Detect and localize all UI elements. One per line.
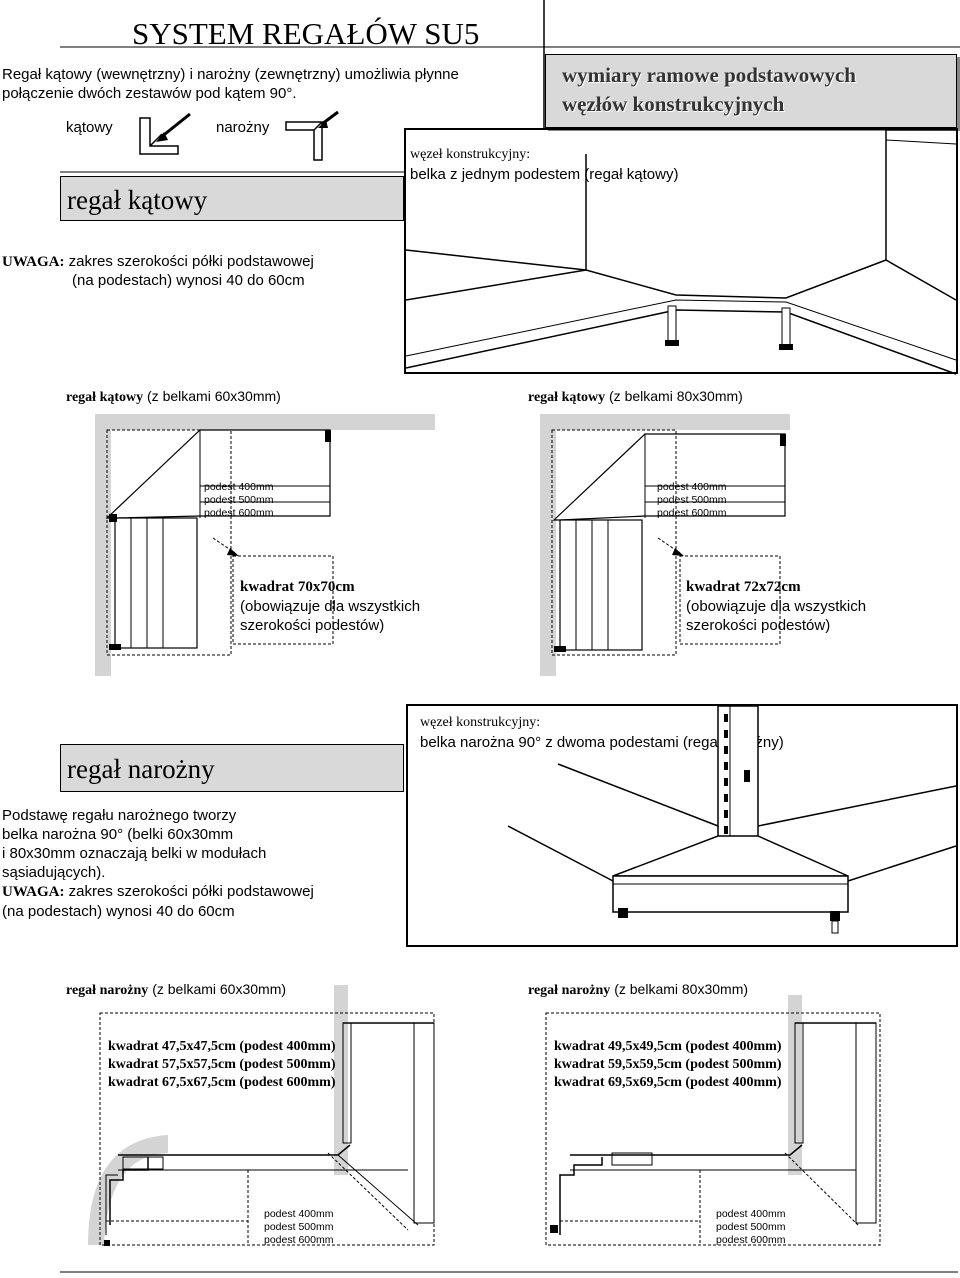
label-katowy: kątowy (66, 119, 113, 136)
section-title-katowy-line (60, 171, 404, 173)
uwaga-katowy-2: (na podestach) wynosi 40 do 60cm (72, 272, 305, 289)
kwadrat-katowy-80: kwadrat 72x72cm (obowiązuje dla wszystki… (686, 579, 867, 634)
node-desc-narozny: belka narożna 90° z dwoma podestami (reg… (420, 734, 784, 751)
footer-line (60, 1271, 958, 1273)
plan-katowy-60 (95, 414, 435, 676)
corner-outer-icon (285, 110, 339, 161)
caption-katowy-60: regał kątowy (z belkami 60x30mm) (66, 388, 281, 405)
plan-narozny-60 (88, 985, 435, 1246)
outer-corner-drawing (507, 705, 957, 934)
caption-katowy-80: regał kątowy (z belkami 80x30mm) (528, 388, 743, 405)
section-title-katowy-text: regał kątowy (67, 185, 208, 215)
section-title-katowy: regał kątowy (60, 176, 404, 221)
corner-inner-icon (139, 112, 191, 155)
header-box: wymiary ramowe podstawowych węzłów konst… (545, 54, 957, 128)
corner-shelf-drawing (405, 129, 957, 375)
podest-list-narozny-60: podest 400mm podest 500mm podest 600mm (264, 1208, 334, 1246)
intro-text: Regał kątowy (wewnętrzny) i narożny (zew… (2, 66, 459, 102)
podest-list-katowy-60: podest 400mm podest 500mm podest 600mm (204, 481, 274, 519)
kwadrat-katowy-60: kwadrat 70x70cm (obowiązuje dla wszystki… (240, 579, 421, 634)
node-label-katowy: węzeł konstrukcyjny: (410, 147, 531, 162)
node-illustration-katowy: węzeł konstrukcyjny: belka z jednym pode… (404, 128, 958, 375)
header-box-line2: węzłów konstrukcyjnych (562, 92, 785, 116)
header-box-line1: wymiary ramowe podstawowych (562, 63, 856, 87)
plan-narozny-80 (545, 995, 881, 1246)
kwadrat-list-narozny-60: kwadrat 47,5x47,5cm (podest 400mm) kwadr… (108, 1039, 336, 1090)
uwaga-katowy: UWAGA: zakres szerokości półki podstawow… (2, 253, 314, 270)
section-title-narozny-text: regał narożny (67, 754, 215, 784)
title-lines (60, 0, 960, 128)
caption-narozny-80: regał narożny (z belkami 80x30mm) (528, 981, 749, 998)
node-label-narozny: węzeł konstrukcyjny: (420, 715, 541, 730)
podest-list-narozny-80: podest 400mm podest 500mm podest 600mm (716, 1208, 786, 1246)
podest-list-katowy-80: podest 400mm podest 500mm podest 600mm (657, 481, 727, 519)
plan-katowy-80 (540, 414, 790, 676)
caption-narozny-60: regał narożny (z belkami 60x30mm) (66, 981, 287, 998)
node-desc-katowy: belka z jednym podestem (regał kątowy) (410, 166, 679, 183)
node-illustration-narozny: węzeł konstrukcyjny: belka narożna 90° z… (406, 704, 958, 947)
section-title-narozny: regał narożny (60, 744, 404, 792)
page-title: SYSTEM REGAŁÓW SU5 (132, 16, 480, 51)
narozny-description: Podstawę regału narożnego tworzy belka n… (2, 807, 314, 920)
kwadrat-list-narozny-80: kwadrat 49,5x49,5cm (podest 400mm) kwadr… (554, 1039, 782, 1090)
label-narozny: narożny (216, 119, 270, 136)
